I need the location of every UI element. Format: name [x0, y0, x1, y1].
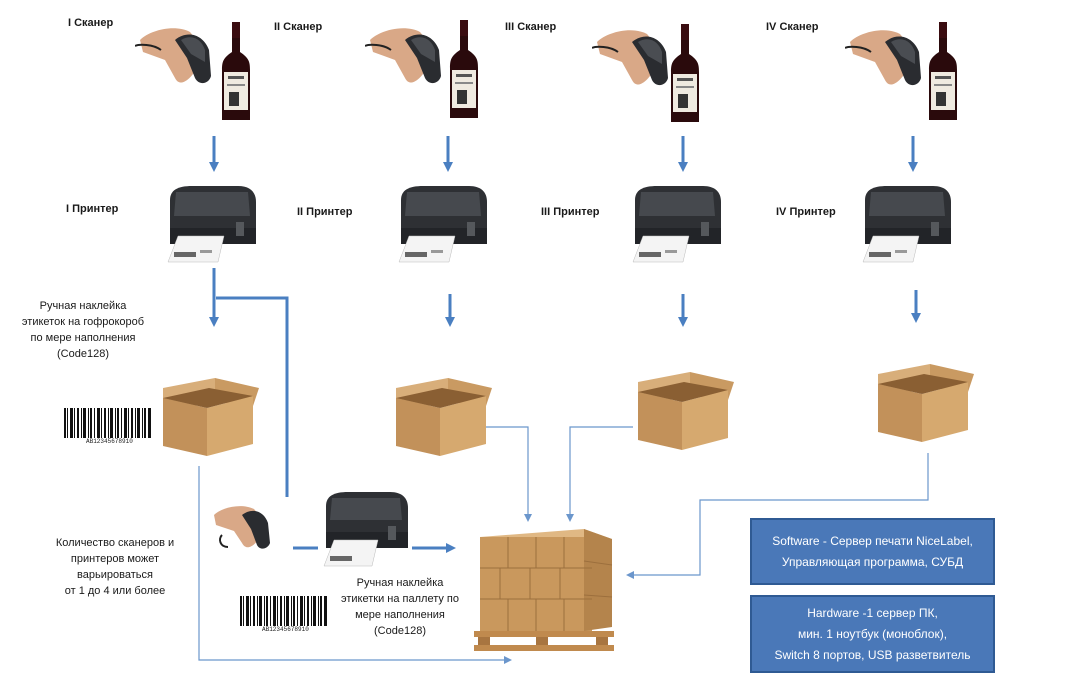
hardware-box: Hardware -1 сервер ПК, мин. 1 ноутбук (м…: [750, 595, 995, 673]
box-1: [155, 372, 265, 465]
barcode-icon: [240, 596, 327, 626]
hand-scanner-icon: [134, 28, 211, 84]
wine-bottle-icon: [929, 22, 957, 120]
scanner-label-3: III Сканер: [505, 21, 557, 33]
line-box2-pallet: [486, 426, 532, 522]
line-box1-pallet: [198, 466, 512, 664]
scanner-group-1: [134, 10, 255, 122]
barcode-text: AB12345678910: [86, 438, 133, 445]
cardboard-box-icon: [396, 378, 492, 456]
label-printer-icon: [862, 186, 951, 263]
cardboard-box-icon: [163, 378, 259, 456]
scanner-group-3: [591, 12, 712, 124]
box-label-note: Ручная наклейка этикеток на гофрокороб п…: [21, 300, 145, 360]
pallet-printer: [318, 488, 414, 575]
scanner-label-1: I Сканер: [68, 17, 114, 29]
label-printer-icon: [398, 186, 487, 263]
scanner-label-4: IV Сканер: [766, 21, 819, 33]
pallet-icon: [474, 529, 614, 651]
printer-label-2: II Принтер: [297, 206, 353, 218]
line-box4-pallet: [626, 453, 929, 579]
scanner-group-4: [844, 12, 965, 124]
hand-scanner-icon: [364, 28, 441, 84]
box-barcode: AB12345678910: [64, 408, 152, 448]
printer-3: [627, 182, 727, 272]
pallet-label-note: Ручная наклейка этикетки на паллету по м…: [341, 577, 459, 637]
pallet-scanner: [212, 495, 294, 572]
barcode-icon: [64, 408, 151, 438]
barcode-text: AB12345678910: [262, 626, 309, 633]
wine-bottle-icon: [450, 20, 478, 118]
box-3: [630, 366, 740, 459]
label-printer-icon: [323, 492, 408, 567]
printer-label-1: I Принтер: [66, 203, 119, 215]
software-box: Software - Сервер печати NiceLabel, Упра…: [750, 518, 995, 585]
scanner-label-2: II Сканер: [274, 21, 323, 33]
box-2: [388, 372, 498, 465]
scanner-group-2: [364, 10, 485, 122]
box-4: [870, 358, 980, 451]
pallet-stack: [472, 525, 622, 660]
count-note: Количество сканеров и принтеров может ва…: [55, 537, 175, 597]
printer-label-4: IV Принтер: [776, 206, 836, 218]
printer-1: [162, 182, 262, 272]
wine-bottle-icon: [222, 22, 250, 120]
cardboard-box-icon: [638, 372, 734, 450]
line-printer1-pallet-printer: [216, 296, 289, 497]
pallet-barcode: AB12345678910: [240, 596, 328, 636]
label-printer-icon: [632, 186, 721, 263]
line-box3-pallet: [566, 426, 633, 522]
hand-scanner-icon: [591, 30, 668, 86]
cardboard-box-icon: [878, 364, 974, 442]
hand-scanner-icon: [214, 506, 270, 549]
printer-4: [857, 182, 957, 272]
wine-bottle-icon: [671, 24, 699, 122]
printer-2: [393, 182, 493, 272]
printer-label-3: III Принтер: [541, 206, 600, 218]
label-printer-icon: [167, 186, 256, 263]
hand-scanner-icon: [844, 30, 921, 86]
